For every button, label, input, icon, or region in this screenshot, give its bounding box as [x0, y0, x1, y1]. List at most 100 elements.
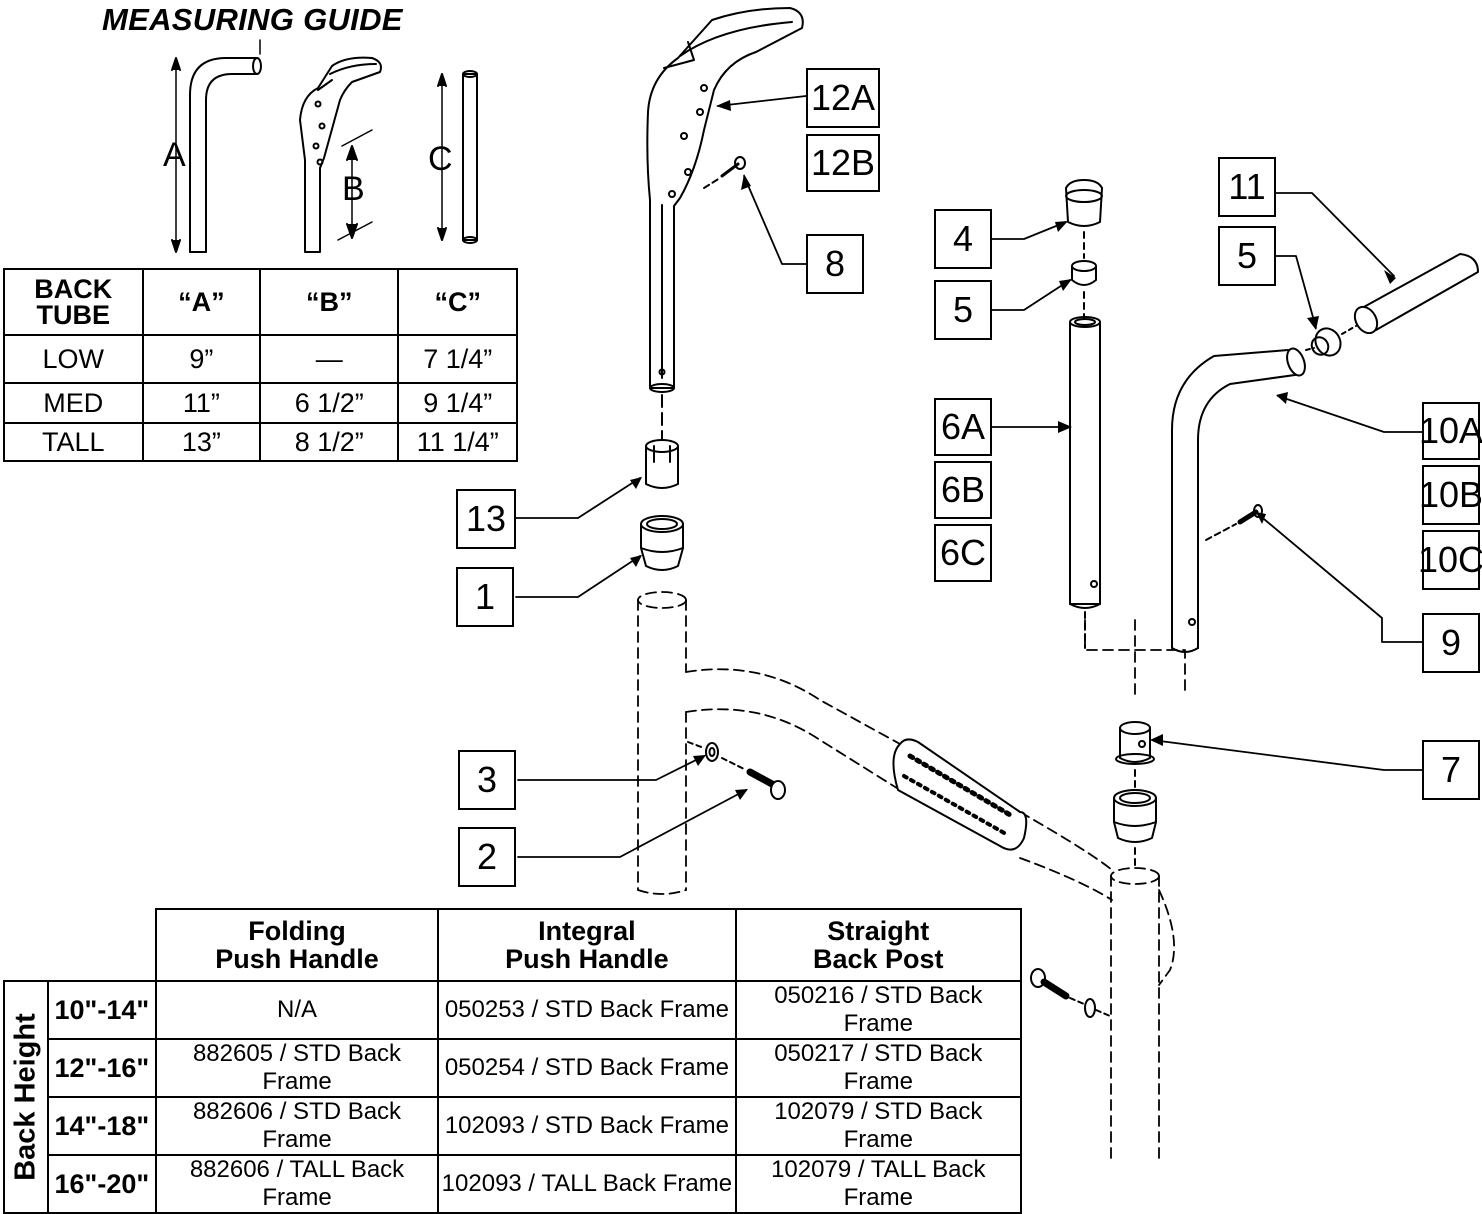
part-4-cap [1065, 179, 1103, 227]
lower-bushing [1113, 789, 1157, 843]
value-c: 9 1/4” [397, 382, 518, 424]
callout-13: 13 [456, 489, 516, 549]
phantom-frame [637, 591, 1186, 1161]
straight-part-number: 102079 / TALL Back Frame [734, 1154, 1023, 1214]
dimension-b-label: B [342, 170, 365, 208]
value-a: 9” [141, 334, 262, 384]
screw-9 [1205, 504, 1263, 541]
parts-row: 14"-18" 882606 / STD Back Frame 102093 /… [4, 1096, 1023, 1156]
frame-grip [892, 738, 1028, 851]
callout-10a: 10A [1419, 402, 1482, 460]
tube-size: TALL [3, 422, 144, 462]
part-7-socket [1115, 721, 1155, 765]
callout-2: 2 [458, 827, 516, 887]
callout-6a: 6A [934, 398, 992, 456]
callout-5-right: 5 [1218, 226, 1276, 286]
exploded-parts-diagram [171, 7, 1479, 1161]
measuring-table: BACK TUBE “A” “B” “C” LOW 9” — 7 1/4” ME… [3, 268, 518, 462]
value-b: 6 1/2” [259, 382, 400, 424]
value-a: 13” [141, 422, 262, 462]
washer-3 [687, 741, 719, 762]
part-5-plug-left [1071, 260, 1097, 286]
integral-part-number: 050254 / STD Back Frame [437, 1038, 737, 1098]
screw-2 [721, 757, 786, 800]
integral-part-number: 102093 / TALL Back Frame [437, 1154, 737, 1214]
header-line1: Folding [248, 916, 346, 946]
part-10-bent-tube [1171, 347, 1306, 653]
empty-corner [4, 909, 156, 981]
back-height-range: 12"-16" [46, 1038, 157, 1098]
measure-row-med: MED 11” 6 1/2” 9 1/4” [3, 382, 518, 424]
value-b: 8 1/2” [259, 422, 400, 462]
col-a-header: “A” [141, 268, 262, 336]
callout-4: 4 [934, 209, 992, 269]
header-line1: Integral [538, 916, 636, 946]
folding-part-number: N/A [154, 980, 440, 1040]
callout-11: 11 [1218, 157, 1276, 217]
value-c: 11 1/4” [397, 422, 518, 462]
callout-9: 9 [1422, 613, 1480, 673]
part-13-sleeve [645, 439, 679, 489]
back-height-range: 10"-14" [46, 980, 157, 1040]
back-tube-header: BACK TUBE [3, 268, 144, 336]
callout-10b: 10B [1419, 465, 1482, 525]
parts-row: 16"-20" 882606 / TALL Back Frame 102093 … [4, 1154, 1023, 1214]
folding-push-handle-header: Folding Push Handle [154, 908, 440, 982]
integral-part-number: 102093 / STD Back Frame [437, 1096, 737, 1156]
parts-row: Back Height 10"-14" N/A 050253 / STD Bac… [3, 980, 1023, 1214]
parts-row: 12"-16" 882605 / STD Back Frame 050254 /… [4, 1038, 1023, 1098]
part-1-bushing [640, 515, 684, 571]
parts-header-row: Folding Push Handle Integral Push Handle… [4, 908, 1023, 982]
back-height-label: Back Height [9, 1013, 42, 1181]
back-height-range: 16"-20" [46, 1154, 157, 1214]
integral-push-handle-header: Integral Push Handle [437, 908, 737, 982]
straight-part-number: 102079 / STD Back Frame [734, 1096, 1023, 1156]
measure-header-row: BACK TUBE “A” “B” “C” [3, 268, 518, 336]
callout-6c: 6C [934, 524, 992, 582]
header-line2: Push Handle [505, 944, 669, 974]
folding-push-handle [646, 7, 804, 393]
value-a: 11” [141, 382, 262, 424]
straight-part-number: 050216 / STD Back Frame [734, 980, 1023, 1040]
lower-screw [1030, 968, 1111, 1018]
header-line2: Push Handle [215, 944, 379, 974]
part-11-grip [1353, 253, 1479, 335]
header-line1: Straight [827, 916, 930, 946]
measure-row-tall: TALL 13” 8 1/2” 11 1/4” [3, 422, 518, 462]
guide-bent-tube [171, 39, 262, 253]
callout-8: 8 [806, 234, 864, 294]
callout-12b: 12B [806, 134, 880, 192]
back-height-side-cell: Back Height [3, 980, 49, 1214]
col-c-header: “C” [397, 268, 518, 336]
callout-12a: 12A [806, 68, 880, 128]
callout-7: 7 [1422, 740, 1480, 800]
part-5-plug-right [1310, 327, 1342, 357]
value-c: 7 1/4” [397, 334, 518, 384]
callout-10c: 10C [1418, 530, 1482, 590]
header-line2: Back Post [812, 944, 944, 974]
integral-part-number: 050253 / STD Back Frame [437, 980, 737, 1040]
callout-6b: 6B [934, 461, 992, 519]
callout-5-left: 5 [934, 280, 992, 340]
tube-size: LOW [3, 334, 144, 384]
guide-folding-handle [299, 56, 382, 253]
dimension-a-label: A [163, 136, 186, 174]
measuring-guide-title: MEASURING GUIDE [102, 2, 403, 37]
straight-back-post-header: Straight Back Post [734, 908, 1023, 982]
parts-table: Folding Push Handle Integral Push Handle… [3, 908, 1023, 1214]
guide-straight-tube [437, 70, 478, 244]
leader-lines [515, 95, 1425, 858]
tube-size: MED [3, 382, 144, 424]
value-b: — [259, 334, 400, 384]
folding-part-number: 882606 / STD Back Frame [154, 1096, 440, 1156]
dimension-c-label: C [428, 140, 453, 178]
callout-3: 3 [458, 750, 516, 810]
straight-part-number: 050217 / STD Back Frame [734, 1038, 1023, 1098]
measure-row-low: LOW 9” — 7 1/4” [3, 334, 518, 384]
screw-8 [703, 156, 746, 189]
back-height-range: 14"-18" [46, 1096, 157, 1156]
folding-part-number: 882606 / TALL Back Frame [154, 1154, 440, 1214]
part-6-tube [1069, 316, 1101, 609]
folding-part-number: 882605 / STD Back Frame [154, 1038, 440, 1098]
callout-1: 1 [456, 567, 514, 627]
